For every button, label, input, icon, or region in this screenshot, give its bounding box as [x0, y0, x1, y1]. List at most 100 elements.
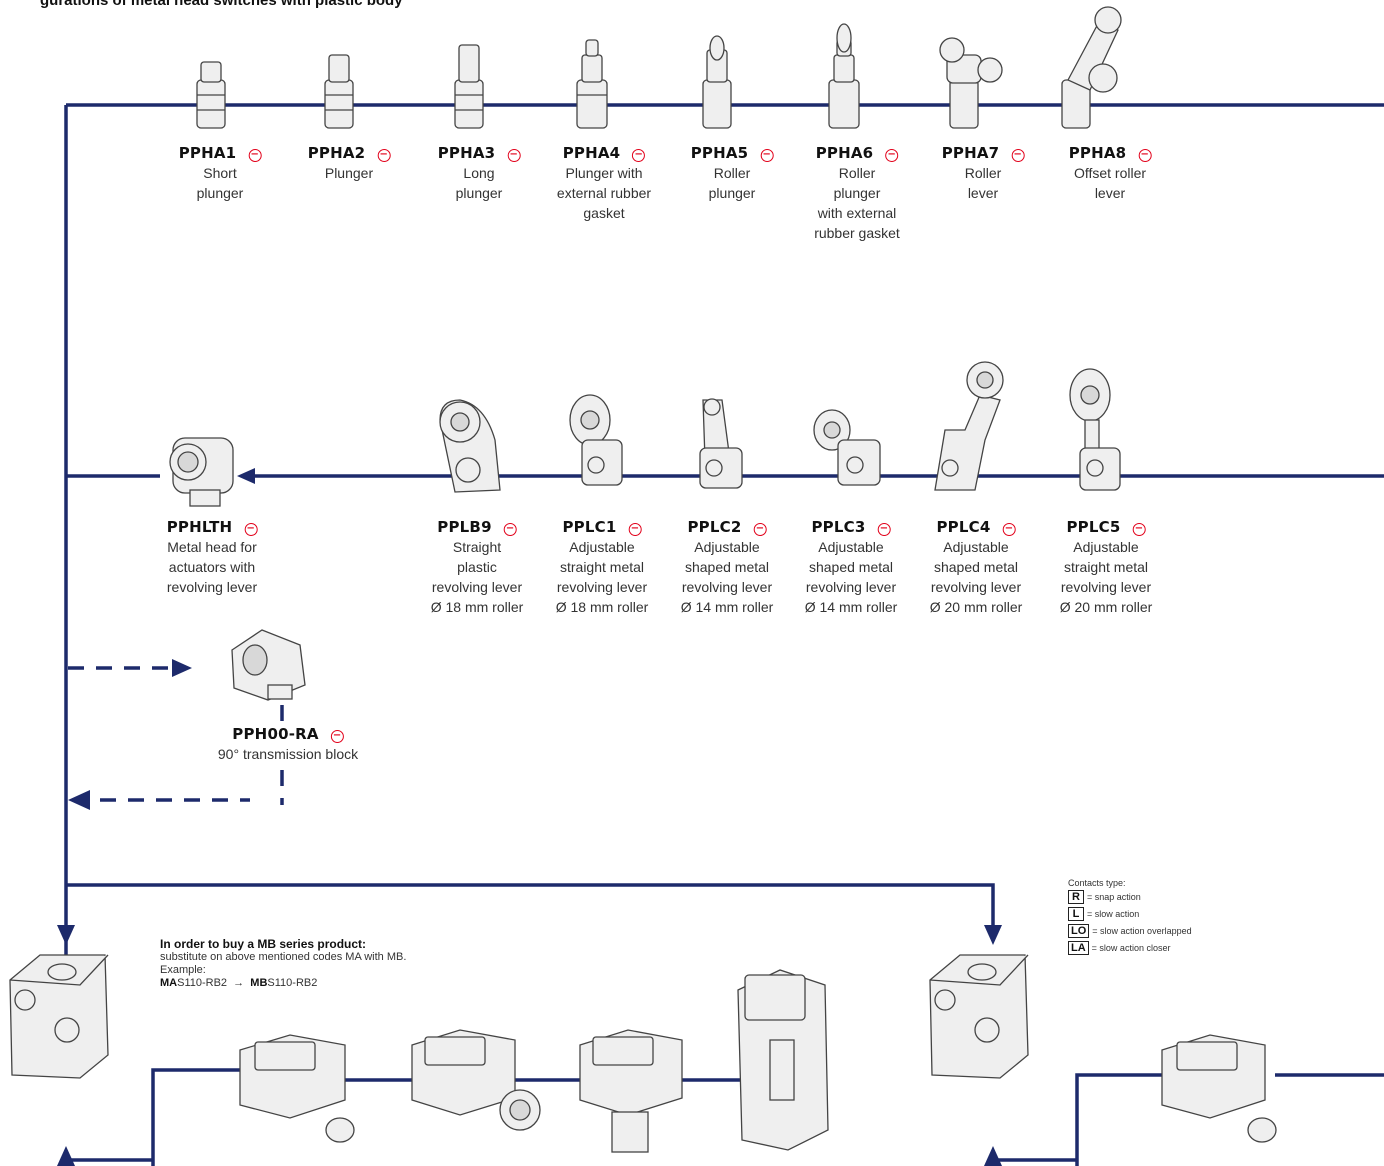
contact-block-1-image — [239, 1034, 355, 1143]
legend-key: LA — [1068, 941, 1089, 955]
right-bottom-line — [1075, 1073, 1165, 1166]
info-line: Example: — [160, 964, 206, 976]
product-desc: Plunger — [324, 165, 374, 181]
contact-block-4-image — [737, 969, 829, 1151]
product-desc: Roller lever — [964, 165, 1002, 201]
minus-circle-icon[interactable]: − — [760, 149, 774, 162]
minus-circle-icon[interactable]: − — [507, 149, 521, 162]
pplb9-image — [439, 399, 501, 493]
product-desc: Roller plunger with external rubber gask… — [814, 165, 900, 241]
product-code: PPLC1 — [562, 518, 617, 536]
pplc5-image — [1069, 368, 1121, 491]
product-ppha1[interactable]: PPHA1− Short plunger — [179, 144, 262, 203]
arrow-to-block-icon — [172, 659, 192, 677]
product-ppha2[interactable]: PPHA2− Plunger — [308, 144, 391, 183]
minus-circle-icon[interactable]: − — [753, 523, 767, 536]
arrow-to-head-icon — [237, 468, 255, 484]
product-ppha7[interactable]: PPHA7− Roller lever — [942, 144, 1025, 203]
arrow-up-left-icon — [57, 1146, 75, 1166]
minus-circle-icon[interactable]: − — [1011, 149, 1025, 162]
product-desc: Long plunger — [455, 165, 503, 201]
product-code: PPHA1 — [178, 144, 237, 162]
product-desc: Adjustable shaped metal revolving lever … — [680, 539, 774, 615]
product-code: PPHA4 — [562, 144, 621, 162]
product-ppha6[interactable]: PPHA6− Roller plunger with external rubb… — [814, 144, 900, 243]
info-line: substitute on above mentioned codes MA w… — [160, 951, 407, 963]
minus-circle-icon[interactable]: − — [248, 149, 262, 162]
product-pplc1[interactable]: PPLC1− Adjustable straight metal revolvi… — [556, 518, 649, 617]
contact-block-5-image — [1161, 1034, 1277, 1143]
minus-circle-icon[interactable]: − — [330, 730, 344, 743]
minus-circle-icon[interactable]: − — [885, 149, 899, 162]
product-code: PPH00-RA — [232, 725, 319, 743]
product-code: PPHA8 — [1068, 144, 1127, 162]
ppha6-image — [828, 23, 860, 129]
product-desc: Metal head for actuators with revolving … — [166, 539, 258, 595]
right-return-line — [991, 1158, 1077, 1166]
product-code: PPHA2 — [307, 144, 366, 162]
product-ppha5[interactable]: PPHA5− Roller plunger — [691, 144, 774, 203]
legend-item: L= slow action — [1068, 906, 1192, 923]
minus-circle-icon[interactable]: − — [1002, 523, 1016, 536]
legend-item: R= snap action — [1068, 889, 1192, 906]
product-code: PPHA5 — [690, 144, 749, 162]
product-pplc4[interactable]: PPLC4− Adjustable shaped metal revolving… — [930, 518, 1023, 617]
pplc3-image — [813, 409, 881, 486]
product-pplc5[interactable]: PPLC5− Adjustable straight metal revolvi… — [1060, 518, 1153, 617]
product-code: PPLC2 — [687, 518, 742, 536]
page-title: gurations of metal head switches with pl… — [40, 0, 403, 9]
ppha8-image — [1061, 6, 1122, 129]
product-desc: Adjustable shaped metal revolving lever … — [804, 539, 898, 615]
minus-circle-icon[interactable]: − — [628, 523, 642, 536]
info-example: MAS110-RB2 → MBS110-RB2 — [160, 977, 318, 989]
product-desc: Roller plunger — [708, 165, 756, 201]
ppha7-image — [939, 37, 1003, 129]
product-pplb9[interactable]: PPLB9− Straight plastic revolving lever … — [431, 518, 524, 617]
ppha4-image — [576, 39, 608, 129]
left-bottom-line — [151, 1068, 240, 1166]
body-left-image — [9, 954, 109, 1079]
pplc4-image — [934, 361, 1004, 491]
arrow-up-right-icon — [984, 1146, 1002, 1166]
product-ppha3[interactable]: PPHA3− Long plunger — [438, 144, 521, 203]
minus-circle-icon[interactable]: − — [1132, 523, 1146, 536]
legend-key: R — [1068, 890, 1084, 904]
product-desc: Adjustable straight metal revolving leve… — [555, 539, 649, 615]
body-right-image — [929, 954, 1029, 1079]
product-pph00-ra[interactable]: PPH00-RA− 90° transmission block — [218, 725, 358, 764]
minus-circle-icon[interactable]: − — [632, 149, 646, 162]
product-ppha8[interactable]: PPHA8− Offset roller lever — [1069, 144, 1152, 203]
contact-block-3-image — [579, 1029, 683, 1153]
minus-circle-icon[interactable]: − — [503, 523, 517, 536]
left-return-line — [64, 1158, 153, 1166]
contacts-legend: Contacts type: R= snap action L= slow ac… — [1068, 877, 1192, 957]
product-desc: Plunger with external rubber gasket — [556, 165, 652, 221]
info-title: In order to buy a MB series product: — [160, 937, 367, 951]
pplc1-image — [569, 394, 623, 486]
legend-key: L — [1068, 907, 1084, 921]
minus-circle-icon[interactable]: − — [244, 523, 258, 536]
legend-key: LO — [1068, 924, 1090, 938]
product-code: PPHLTH — [166, 518, 233, 536]
arrow-down-left-icon — [57, 925, 75, 945]
mb-series-info: In order to buy a MB series product: sub… — [160, 938, 406, 990]
pphlth-image — [169, 437, 234, 507]
product-pplc3[interactable]: PPLC3− Adjustable shaped metal revolving… — [805, 518, 898, 617]
legend-item: LO= slow action overlapped — [1068, 923, 1192, 940]
product-code: PPLC4 — [936, 518, 991, 536]
ppha2-image — [324, 54, 354, 129]
ppha3-image — [454, 44, 484, 129]
product-pphlth[interactable]: PPHLTH− Metal head for actuators with re… — [167, 518, 258, 597]
product-code: PPHA6 — [815, 144, 874, 162]
product-code: PPLC5 — [1066, 518, 1121, 536]
pplc2-image — [699, 398, 743, 489]
product-desc: Short plunger — [196, 165, 244, 201]
product-desc: Straight plastic revolving lever Ø 18 mm… — [430, 539, 524, 615]
legend-title: Contacts type: — [1068, 878, 1126, 888]
minus-circle-icon[interactable]: − — [377, 149, 391, 162]
minus-circle-icon[interactable]: − — [1138, 149, 1152, 162]
product-pplc2[interactable]: PPLC2− Adjustable shaped metal revolving… — [681, 518, 774, 617]
minus-circle-icon[interactable]: − — [877, 523, 891, 536]
arrow-return-icon — [68, 790, 90, 810]
product-ppha4[interactable]: PPHA4− Plunger with external rubber gask… — [557, 144, 651, 223]
